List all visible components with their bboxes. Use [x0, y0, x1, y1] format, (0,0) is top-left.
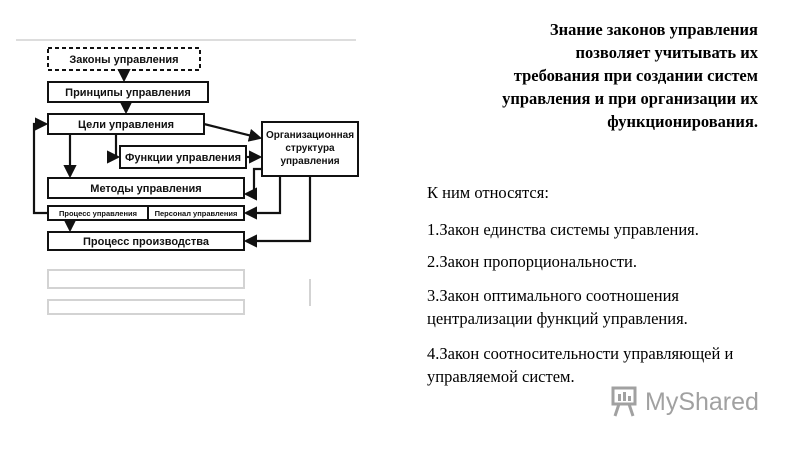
laws-box-label: Законы управления: [69, 54, 178, 66]
org-structure-line-3: управления: [280, 156, 339, 167]
heading-line: управления и при организации их: [502, 89, 758, 108]
intro-text: К ним относятся:: [427, 183, 549, 202]
principles-box-label: Принципы управления: [65, 87, 191, 99]
personnel-label: Персонал управления: [155, 209, 238, 218]
goals-box-label: Цели управления: [78, 119, 174, 131]
presentation-board-icon: [611, 386, 637, 417]
diagram-reflection: [10, 264, 362, 316]
heading: Знание законов управления позволяет учит…: [430, 18, 758, 133]
org-structure-line-1: Организационная: [266, 130, 354, 141]
heading-line: Знание законов управления: [549, 20, 758, 39]
law-item: 1.Закон единства системы управления.: [427, 220, 699, 239]
management-diagram: Законы управления Принципы управления Це…: [10, 34, 362, 260]
logo-text: MyShared: [645, 388, 759, 416]
methods-box-label: Методы управления: [90, 183, 201, 195]
heading-line: требования при создании систем: [513, 66, 758, 85]
laws-box: [47, 47, 201, 71]
functions-box-label: Функции управления: [125, 152, 241, 164]
diagram-arrows: [32, 69, 312, 248]
law-item: 4.Закон соотносительности управляющей и …: [427, 344, 734, 386]
myshared-logo: MyShared: [609, 386, 769, 420]
heading-line: позволяет учитывать их: [575, 43, 758, 62]
reflection-svg: [47, 269, 311, 315]
diagram-svg: Законы управления Принципы управления Це…: [16, 39, 359, 251]
law-item: 3.Закон оптимального соотношения централ…: [427, 286, 688, 328]
org-structure-line-2: структура: [285, 143, 335, 154]
law-item: 2.Закон пропорциональности.: [427, 252, 637, 271]
mgmt-process-label: Процесс управления: [59, 209, 137, 218]
production-box-label: Процесс производства: [83, 236, 210, 248]
heading-line: функционирования.: [607, 112, 758, 131]
